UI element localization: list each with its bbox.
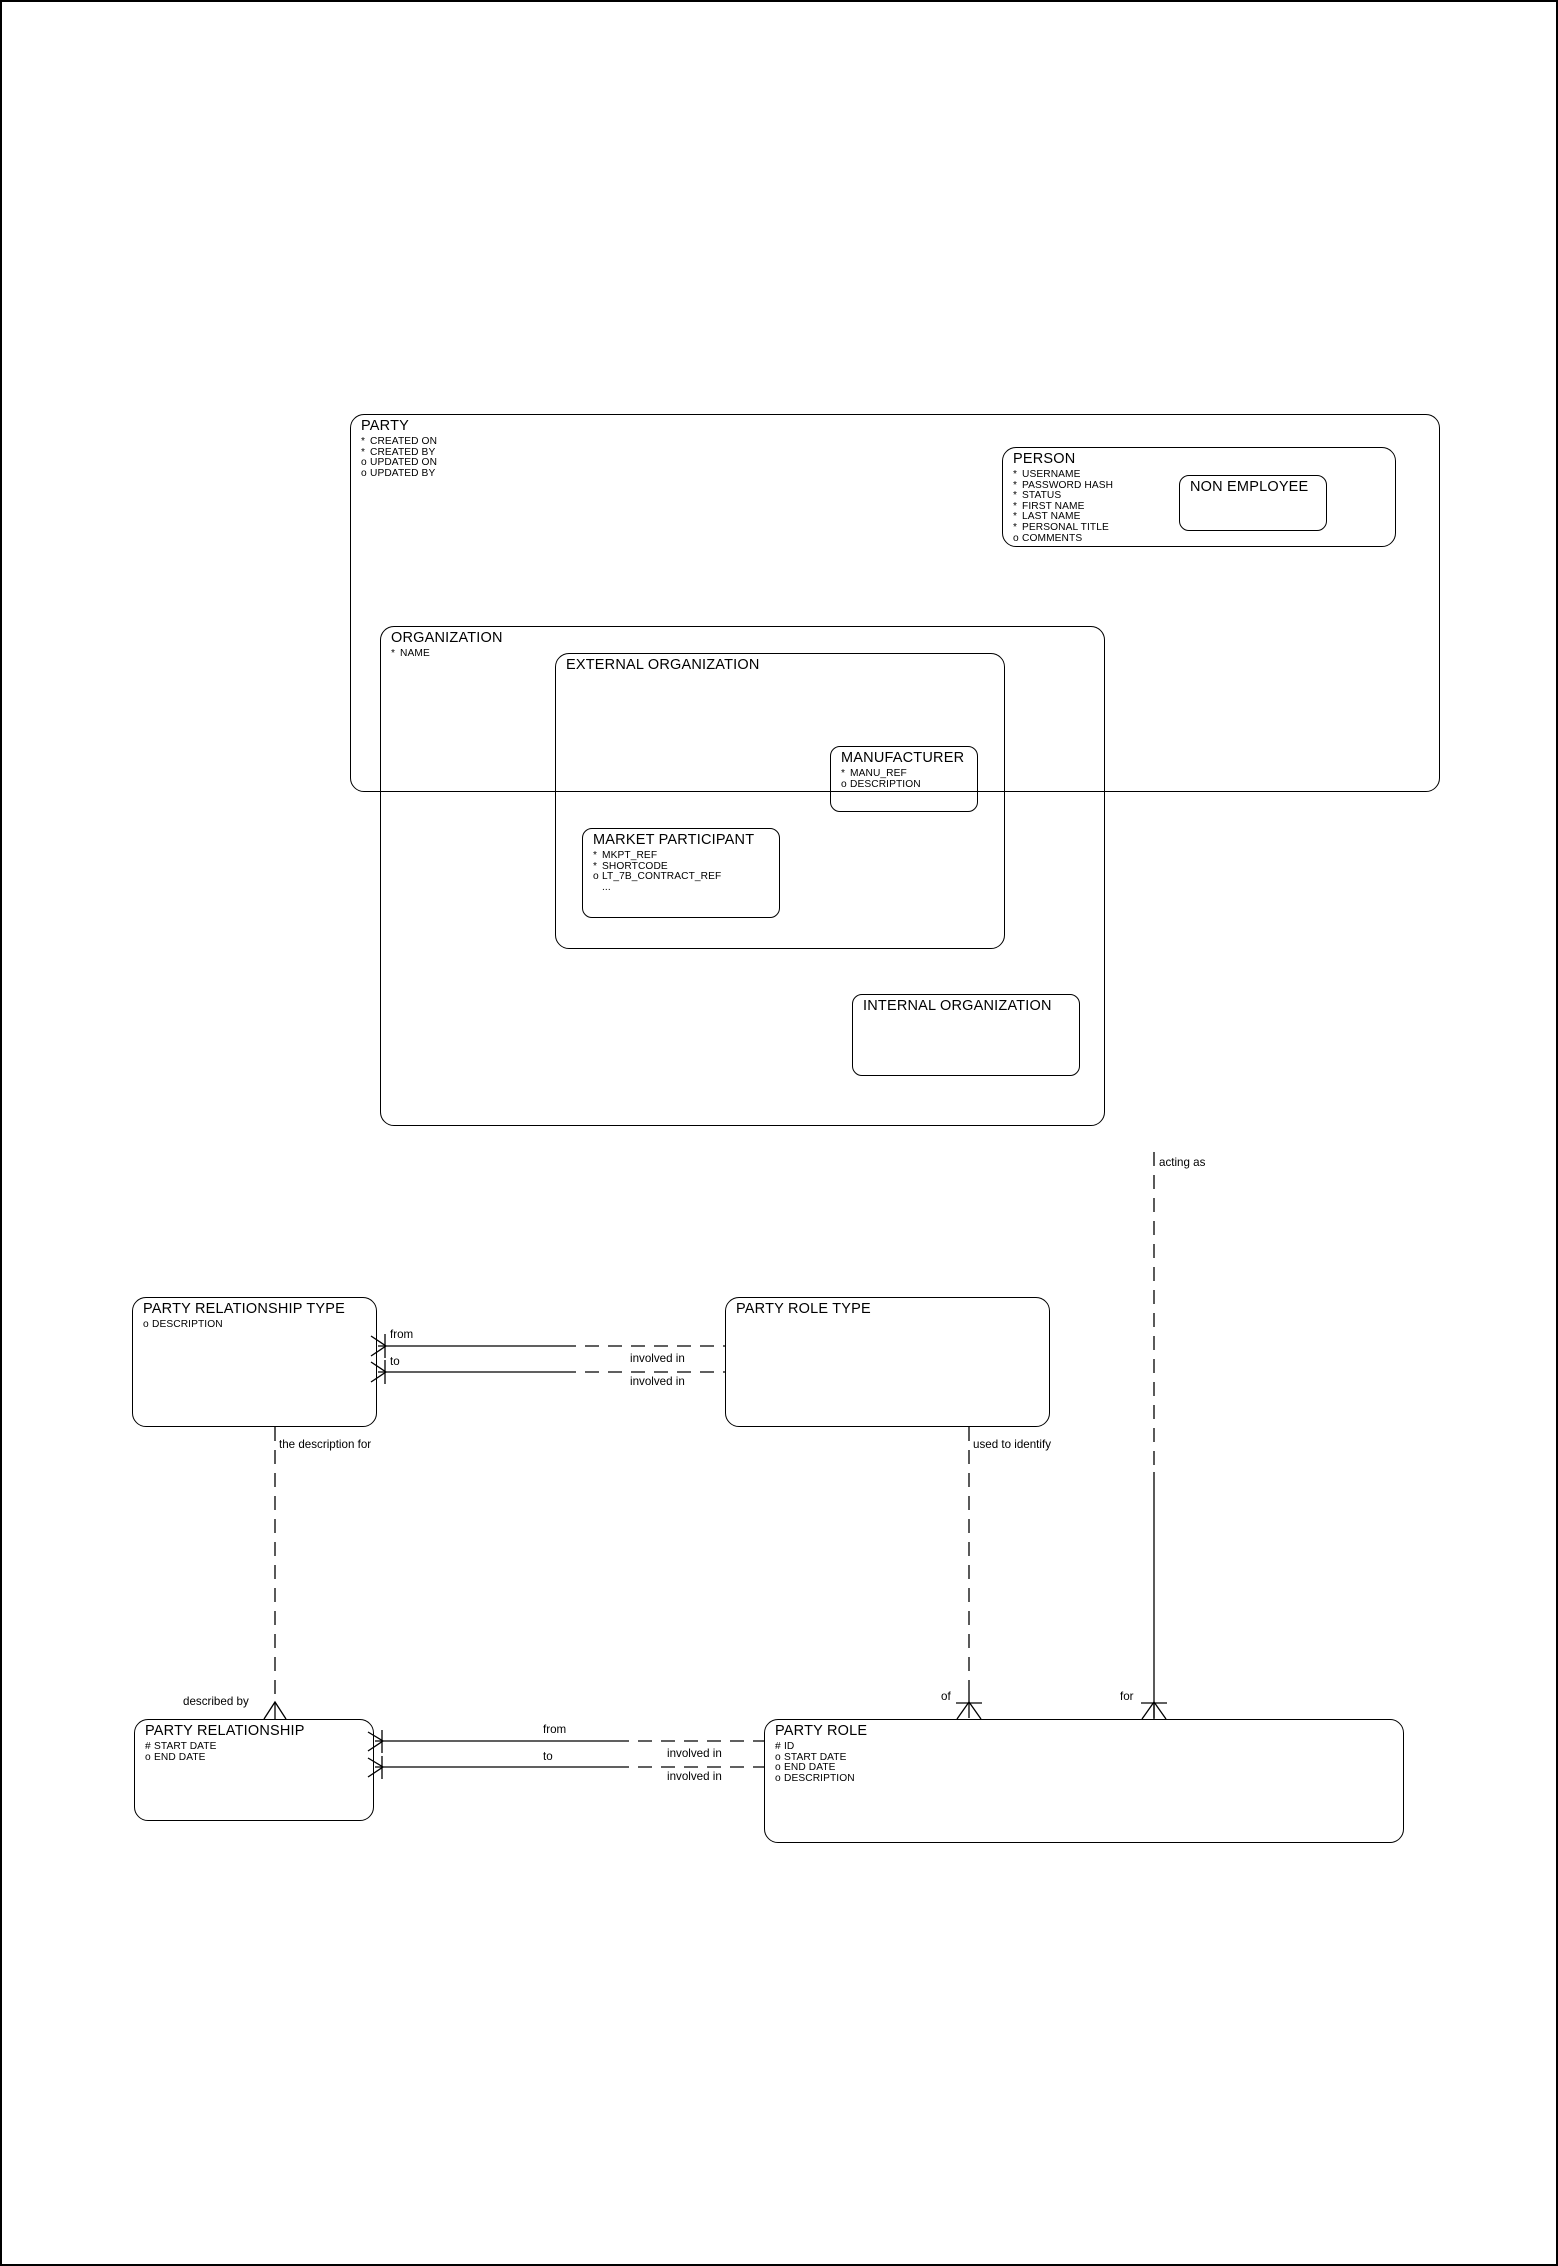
attr-marker: o	[361, 467, 367, 479]
label-the-description-for: the description for	[279, 1438, 372, 1451]
attr-marker: o	[361, 457, 367, 469]
label-prt-to: to	[390, 1355, 400, 1368]
attr-marker: *	[391, 648, 395, 659]
entity-party-relationship-type-title: PARTY RELATIONSHIP TYPE	[143, 1301, 346, 1317]
entity-organization[interactable]: ORGANIZATION * NAME	[380, 626, 1105, 1126]
entity-organization-attributes: * NAME	[391, 648, 430, 660]
entity-person[interactable]: PERSON * USERNAME * PASSWORD HASH * STATUS …	[1002, 447, 1396, 547]
attr-name: SHORTCODE	[602, 860, 668, 872]
entity-non-employee[interactable]: NON EMPLOYEE	[1179, 475, 1327, 531]
attr-name: UPDATED ON	[370, 457, 438, 469]
relationship-acting-as[interactable]	[1141, 1152, 1167, 1720]
attr-marker: *	[361, 436, 365, 447]
entity-party-role-type[interactable]: PARTY ROLE TYPE	[725, 1297, 1050, 1427]
attr-name: CREATED ON	[370, 436, 438, 447]
attr-name: DESCRIPTION	[850, 778, 921, 790]
attr-name: COMMENTS	[1022, 532, 1083, 544]
attr-name: START DATE	[154, 1741, 217, 1752]
entity-party-role-title: PARTY ROLE	[775, 1723, 868, 1739]
label-prt-involved-in-2: involved in	[630, 1375, 685, 1388]
attr-name: PASSWORD HASH	[1022, 479, 1114, 491]
attr-marker: o	[143, 1319, 149, 1330]
entity-internal-organization-title: INTERNAL ORGANIZATION	[863, 998, 1052, 1014]
entity-internal-organization[interactable]: INTERNAL ORGANIZATION	[852, 994, 1080, 1076]
entity-party-role-type-title: PARTY ROLE TYPE	[736, 1301, 871, 1317]
attr-marker: *	[1013, 490, 1017, 502]
relationship-used-to-identify[interactable]	[956, 1427, 982, 1720]
entity-market-participant-title: MARKET PARTICIPANT	[593, 832, 755, 848]
attr-name: START DATE	[784, 1751, 847, 1763]
entity-person-title: PERSON	[1013, 451, 1076, 467]
attr-marker: o	[775, 1762, 781, 1774]
attr-marker: *	[593, 850, 597, 861]
label-pr-involved-in-1: involved in	[667, 1747, 722, 1760]
attr-name: END DATE	[784, 1762, 836, 1774]
attr-name: DESCRIPTION	[784, 1772, 855, 1784]
label-for: for	[1120, 1690, 1134, 1703]
attr-name: CREATED BY	[370, 446, 436, 458]
entity-party-relationship-title: PARTY RELATIONSHIP	[145, 1723, 305, 1739]
label-prt-from: from	[390, 1328, 414, 1341]
label-pr-to: to	[543, 1750, 553, 1763]
attr-name: UPDATED BY	[370, 467, 436, 479]
attr-name: PERSONAL TITLE	[1022, 521, 1109, 533]
attr-marker: o	[593, 871, 599, 883]
attr-marker: o	[1013, 532, 1019, 544]
attr-marker: #	[145, 1741, 151, 1752]
attr-name: LT_7B_CONTRACT_REF	[602, 871, 722, 883]
attr-marker: *	[1013, 500, 1017, 512]
label-described-by: described by	[183, 1695, 249, 1708]
attr-marker: *	[1013, 511, 1017, 523]
attr-marker: o	[145, 1751, 151, 1763]
attr-marker: *	[361, 446, 365, 458]
entity-market-participant[interactable]: MARKET PARTICIPANT * MKPT_REF * SHORTCODE …	[582, 828, 780, 918]
label-used-to-identify: used to identify	[973, 1438, 1051, 1451]
entity-organization-title: ORGANIZATION	[391, 630, 503, 646]
label-pr-from: from	[543, 1723, 567, 1736]
attr-marker: o	[775, 1772, 781, 1784]
attr-name: ...	[602, 881, 611, 893]
label-of: of	[941, 1690, 951, 1703]
attr-marker: o	[775, 1751, 781, 1763]
attr-marker: o	[841, 778, 847, 790]
entity-external-organization-title: EXTERNAL ORGANIZATION	[566, 657, 760, 673]
entity-external-organization[interactable]: EXTERNAL ORGANIZATION	[555, 653, 1005, 949]
entity-manufacturer-title: MANUFACTURER	[841, 750, 965, 766]
attr-name: LAST NAME	[1022, 511, 1081, 523]
attr-name: NAME	[400, 648, 430, 659]
attr-name: USERNAME	[1022, 469, 1081, 480]
relationship-described-by[interactable]	[263, 1427, 287, 1720]
attr-marker: *	[593, 860, 597, 872]
attr-name: END DATE	[154, 1751, 206, 1763]
attr-marker: *	[1013, 469, 1017, 480]
attr-name: MANU_REF	[850, 768, 907, 779]
attr-marker: *	[1013, 479, 1017, 491]
label-prt-involved-in-1: involved in	[630, 1352, 685, 1365]
entity-non-employee-title: NON EMPLOYEE	[1190, 479, 1309, 495]
entity-party-title: PARTY	[361, 418, 410, 434]
attr-name: ID	[784, 1741, 795, 1752]
attr-name: MKPT_REF	[602, 850, 658, 861]
attr-name: STATUS	[1022, 490, 1062, 502]
label-acting-as: acting as	[1159, 1156, 1206, 1169]
attr-name: FIRST NAME	[1022, 500, 1085, 512]
entity-person-attributes: * USERNAME * PASSWORD HASH * STATUS * FIRST …	[1013, 469, 1114, 544]
attr-name: DESCRIPTION	[152, 1319, 223, 1330]
label-pr-involved-in-2: involved in	[667, 1770, 722, 1783]
attr-marker: #	[775, 1741, 781, 1752]
attr-marker: *	[1013, 521, 1017, 533]
attr-marker: *	[841, 768, 845, 779]
